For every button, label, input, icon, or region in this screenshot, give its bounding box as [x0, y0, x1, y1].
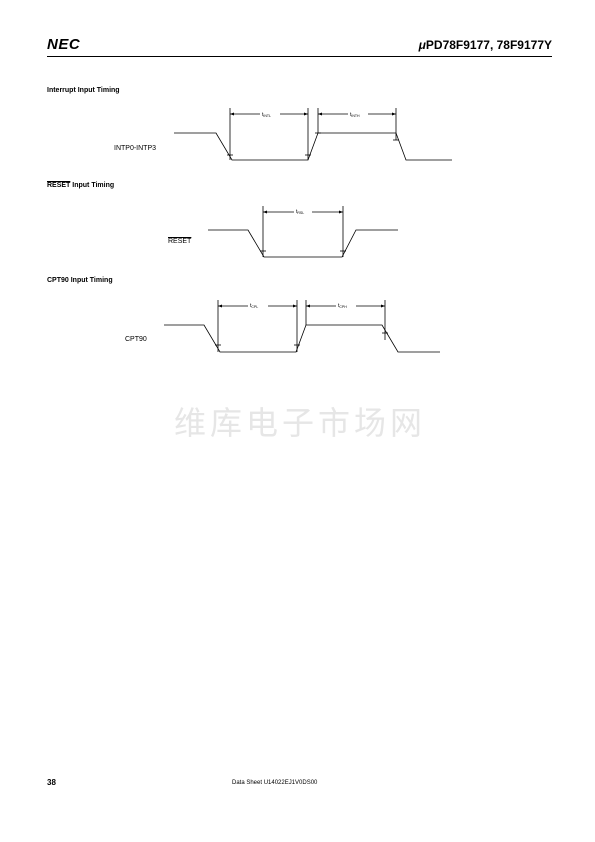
tcph-label: tCPH [338, 303, 347, 309]
reset-heading-overline: RESET [47, 182, 71, 189]
watermark-text: 维库电子市场网 [173, 404, 426, 442]
reset-waveform [208, 229, 398, 258]
cpt90-waveform [164, 324, 440, 353]
intp-waveform [174, 132, 452, 161]
cpt90-signal-label: CPT90 [125, 336, 147, 343]
page-header: NEC μPD78F9177, 78F9177Y [47, 36, 552, 57]
document-title: μPD78F9177, 78F9177Y [419, 38, 552, 52]
trsl-label: tRSL [296, 209, 304, 215]
title-part-number: PD78F9177, 78F9177Y [425, 38, 552, 52]
cpt90-timing-heading: CPT90 Input Timing [47, 277, 113, 284]
intp-signal-label: INTP0-INTP3 [114, 145, 157, 152]
reset-heading-rest: Input Timing [70, 182, 115, 189]
nec-logo: NEC [47, 36, 81, 53]
tinth-label: tINTH [350, 112, 360, 118]
title-mu: μ [418, 38, 426, 52]
page-number: 38 [47, 778, 56, 787]
tcpl-label: tCPL [250, 303, 258, 309]
interrupt-timing-heading: Interrupt Input Timing [47, 87, 120, 94]
reset-signal-label: RESET [168, 238, 192, 245]
reset-timing-heading: RESET Input Timing [47, 182, 114, 189]
footer-document-id: Data Sheet U14022EJ1V0DS00 [232, 780, 318, 786]
tintl-label: tINTL [262, 112, 271, 118]
